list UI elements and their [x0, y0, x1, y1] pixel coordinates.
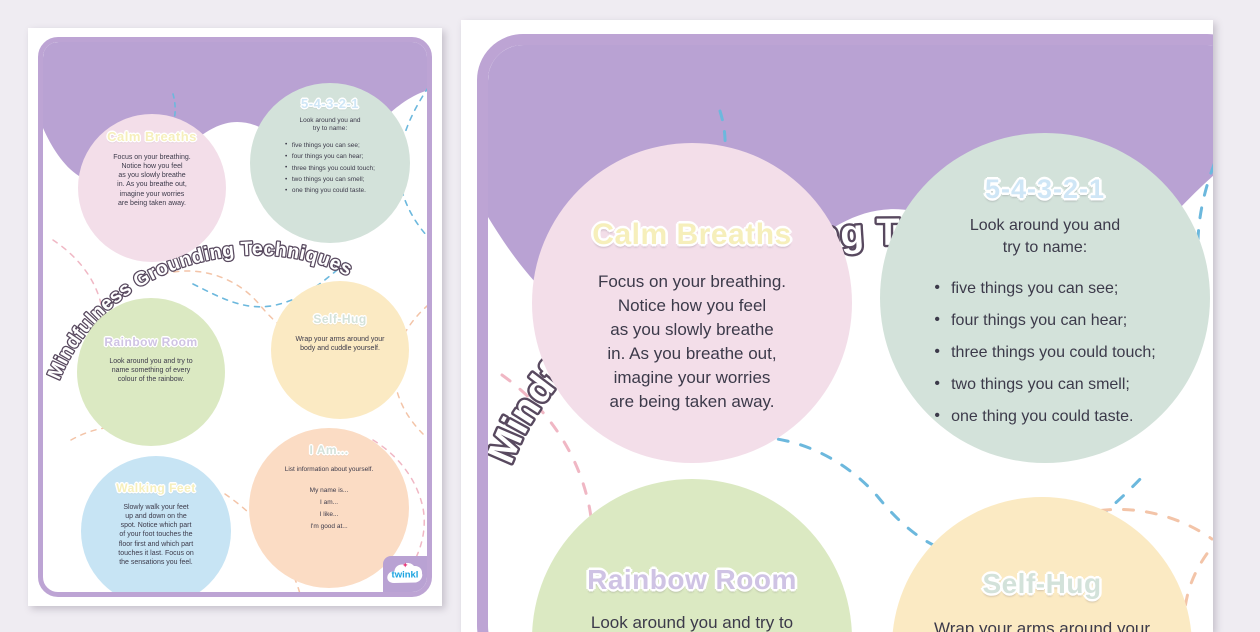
- bubble-body-walking-feet: Slowly walk your feet up and down on the…: [118, 503, 194, 566]
- bubble-title-walking-feet: Walking Feet: [116, 481, 196, 495]
- text-line: My name is...: [309, 487, 349, 495]
- list-item: two things you can smell;: [934, 368, 1155, 401]
- poster-thumbnail[interactable]: Mindfulness Grounding Techniques Calm Br…: [28, 28, 442, 606]
- bubble-self-hug-detail[interactable]: Self-Hug Wrap your arms around your body…: [892, 497, 1192, 632]
- bubble-rainbow-room-detail[interactable]: Rainbow Room Look around you and try to …: [532, 479, 852, 632]
- poster-detail-zoom[interactable]: Mindfulness Grounding Techniques Calm Br…: [461, 20, 1213, 632]
- bubble-body-calm-breaths: Focus on your breathing. Notice how you …: [113, 153, 191, 207]
- bubble-title-i-am: I Am...: [309, 443, 349, 457]
- bubble-title-rainbow-room-detail: Rainbow Room: [587, 564, 797, 595]
- poster-thumbnail-canvas: Mindfulness Grounding Techniques Calm Br…: [43, 42, 427, 592]
- list-item: two things you can smell;: [285, 174, 375, 186]
- bubble-body-rainbow-room: Look around you and try to name somethin…: [109, 357, 193, 384]
- bubble-five-four-three-two-one-detail[interactable]: 5-4-3-2-1 Look around you and try to nam…: [880, 133, 1210, 463]
- list-item: one thing you could taste.: [934, 400, 1155, 433]
- bubble-title-54321: 5-4-3-2-1: [301, 96, 359, 111]
- bubble-list-54321: five things you can see;four things you …: [285, 139, 375, 197]
- bubble-self-hug[interactable]: Self-Hug Wrap your arms around your body…: [271, 281, 409, 419]
- twinkl-cloud-icon: twinkl: [387, 562, 423, 583]
- bubble-rainbow-room[interactable]: Rainbow Room Look around you and try to …: [77, 298, 225, 446]
- bubble-walking-feet[interactable]: Walking Feet Slowly walk your feet up an…: [81, 456, 231, 592]
- list-item: five things you can see;: [934, 272, 1155, 305]
- poster-thumbnail-border: Mindfulness Grounding Techniques Calm Br…: [38, 37, 432, 597]
- bubble-lines-i-am: My name is... I am... I like... I'm good at…: [310, 485, 349, 533]
- bubble-intro-54321: Look around you and try to name:: [299, 116, 361, 133]
- bubble-title-rainbow-room: Rainbow Room: [104, 335, 198, 349]
- twinkl-logo-badge[interactable]: twinkl: [383, 556, 427, 592]
- bubble-calm-breaths[interactable]: Calm Breaths Focus on your breathing. No…: [78, 114, 226, 262]
- list-item: four things you can hear;: [934, 304, 1155, 337]
- list-item: three things you could touch;: [285, 162, 375, 174]
- bubble-body-calm-breaths-detail: Focus on your breathing. Notice how you …: [597, 271, 787, 412]
- bubble-calm-breaths-detail[interactable]: Calm Breaths Focus on your breathing. No…: [532, 143, 852, 463]
- bubble-i-am[interactable]: I Am... List information about yourself.…: [249, 428, 409, 588]
- bubble-title-calm-breaths: Calm Breaths: [107, 129, 197, 144]
- text-line: I like...: [319, 511, 339, 519]
- bubble-title-54321-detail: 5-4-3-2-1: [984, 174, 1106, 204]
- list-item: four things you can hear;: [285, 151, 375, 163]
- bubble-title-self-hug: Self-Hug: [313, 312, 367, 326]
- twinkl-wordmark: twinkl: [392, 570, 419, 581]
- list-item: one thing you could taste.: [285, 185, 375, 197]
- poster-detail-border: Mindfulness Grounding Techniques Calm Br…: [477, 34, 1213, 632]
- bubble-five-four-three-two-one[interactable]: 5-4-3-2-1 Look around you and try to nam…: [250, 83, 410, 243]
- list-item: five things you can see;: [285, 139, 375, 151]
- bubble-title-calm-breaths-detail: Calm Breaths: [592, 218, 792, 251]
- text-line: I am...: [319, 499, 339, 507]
- poster-detail-canvas: Mindfulness Grounding Techniques Calm Br…: [488, 45, 1213, 632]
- list-item: three things you could touch;: [934, 336, 1155, 369]
- text-line: I'm good at...: [310, 523, 348, 531]
- bubble-intro-54321-detail: Look around you and try to name:: [969, 217, 1121, 257]
- bubble-body-i-am: List information about yourself.: [284, 465, 374, 473]
- bubble-body-rainbow-room-detail: Look around you and try to name somethin…: [590, 613, 794, 632]
- bubble-list-54321-detail: five things you can see;four things you …: [934, 272, 1155, 433]
- bubble-title-self-hug-detail: Self-Hug: [982, 568, 1102, 599]
- bubble-body-self-hug: Wrap your arms around your body and cudd…: [295, 335, 385, 352]
- bubble-body-self-hug-detail: Wrap your arms around your body and cudd…: [933, 619, 1151, 632]
